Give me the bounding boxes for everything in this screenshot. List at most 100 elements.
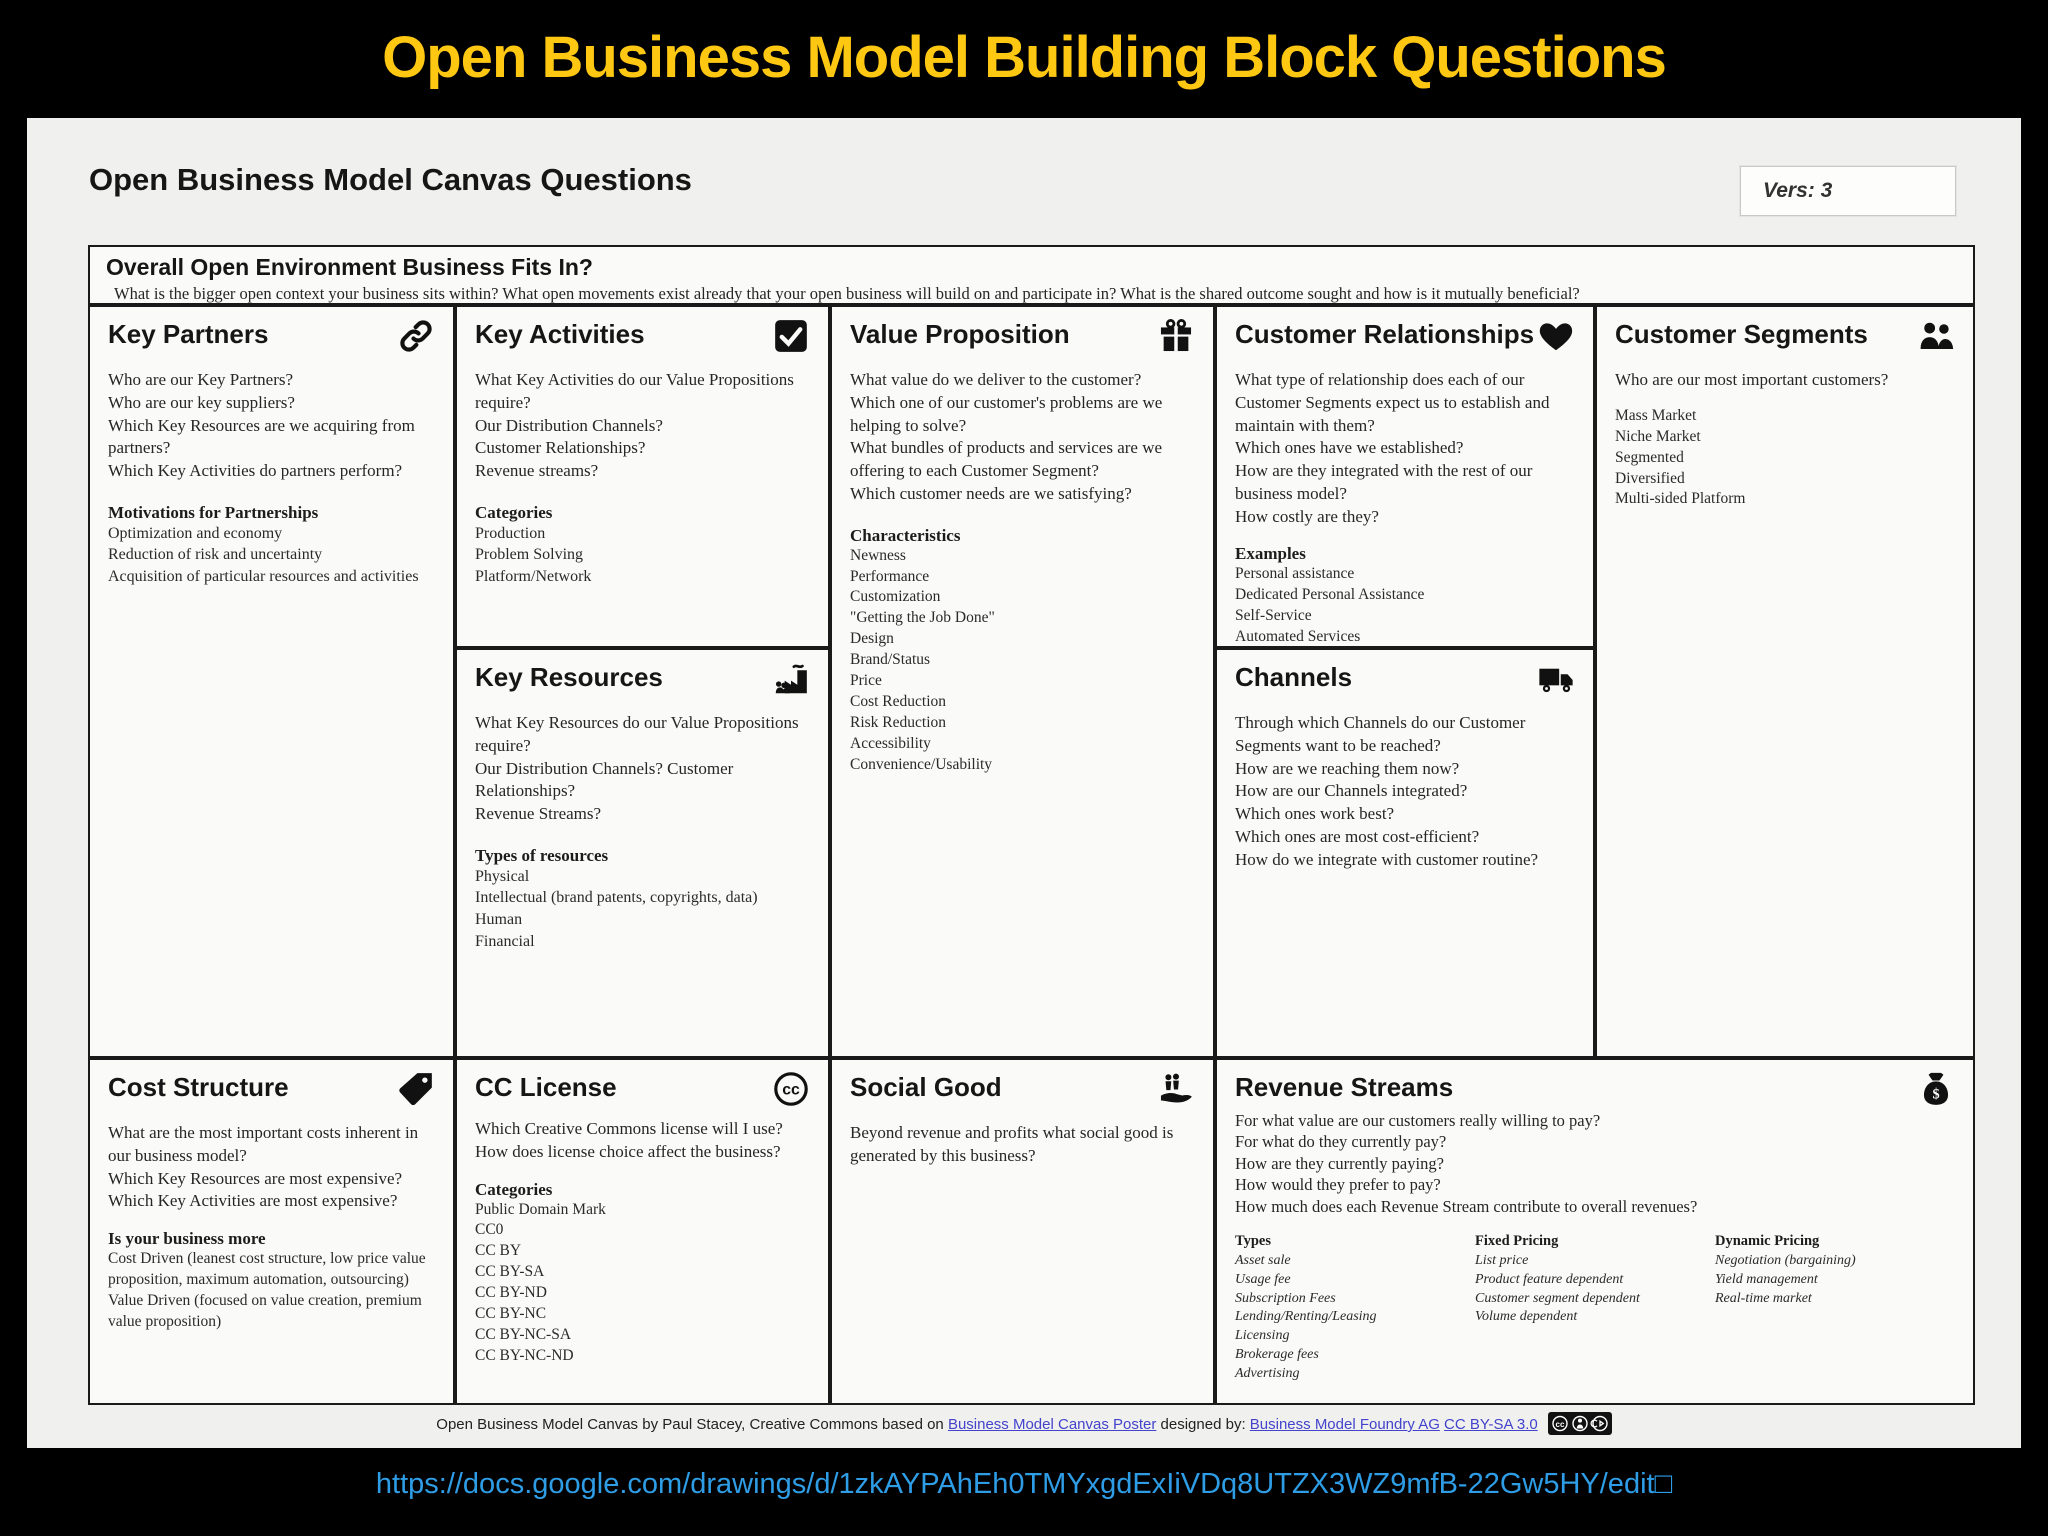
list-item: CC BY-NC-ND [475,1346,574,1364]
version-label: Vers: 3 [1763,179,1833,202]
list-item: List price [1475,1253,1529,1269]
question-line: What bundles of products and services ar… [850,438,1163,481]
subheader: Examples [1235,544,1306,564]
list-item: Price [850,672,882,690]
list-item: Licensing [1235,1328,1290,1344]
question-line: How are we reaching them now? [1235,758,1460,778]
list-item: Brokerage fees [1235,1346,1319,1362]
list-item: Negotiation (bargaining) [1715,1253,1856,1269]
link-cc-by-sa[interactable]: CC BY-SA 3.0 [1444,1416,1538,1433]
section-cc-license: CC License cc Which Creative Commons lic… [455,1058,830,1405]
attribution-text: designed by: [1156,1416,1250,1433]
section-value-proposition: Value Proposition What value do we deliv… [830,305,1215,1058]
list-item: Reduction of risk and uncertainty [108,546,323,564]
question-line: What are the most important costs inhere… [108,1123,419,1165]
list-item: Product feature dependent [1475,1271,1624,1287]
price-tag-icon [397,1070,435,1108]
list-item: Self-Service [1235,607,1312,625]
question-line: How would they prefer to pay? [1235,1175,1441,1195]
question-line: Which ones are most cost-efficient? [1235,826,1480,846]
link-business-model-canvas-poster[interactable]: Business Model Canvas Poster [947,1416,1157,1433]
document-url-link[interactable]: https://docs.google.com/drawings/d/1zkAY… [375,1468,1673,1500]
section-channels: Channels Through which Channels do our C… [1215,648,1595,1058]
section-cost-structure: Cost Structure What are the most importa… [88,1058,455,1405]
overall-title: Overall Open Environment Business Fits I… [106,254,593,280]
question-line: Which Key Resources are most expensive? [108,1168,403,1188]
subheader: Types of resources [475,845,609,865]
cc-by-sa-badge-icon[interactable]: cc [1547,1412,1612,1439]
list-item: "Getting the Job Done" [850,609,995,627]
attribution-text: Open Business Model Canvas by Paul Stace… [436,1416,948,1433]
question-line: What Key Activities do our Value Proposi… [475,370,794,412]
list-item: Accessibility [850,734,931,752]
question-line: Who are our Key Partners? [108,370,294,389]
people-icon [1917,317,1955,355]
section-social-good: Social Good Beyond revenue and profits w… [830,1058,1215,1405]
question-line: Which Creative Commons license will I us… [475,1119,783,1138]
svg-text:cc: cc [1555,1420,1564,1429]
section-title: Revenue Streams [1235,1072,1454,1102]
list-item: Optimization and economy [108,524,283,542]
question-line: What type of relationship does each of o… [1235,370,1550,435]
list-item: Intellectual (brand patents, copyrights,… [475,889,758,907]
overall-subtitle: What is the bigger open context your bus… [114,284,1580,303]
list-item: Customer segment dependent [1475,1290,1640,1306]
list-item: Customization [850,588,941,606]
list-item: Personal assistance [1235,565,1355,583]
question-line: For what value are our customers really … [1235,1111,1601,1130]
section-title: CC License [475,1072,617,1102]
question-line: Which Key Activities do partners perform… [108,461,403,481]
question-line: Which Key Resources are we acquiring fro… [108,415,415,458]
question-line: How do we integrate with customer routin… [1235,849,1539,869]
list-item: Automated Services [1235,628,1361,646]
helping-hand-icon [1157,1070,1195,1108]
svg-text:$: $ [1932,1087,1939,1103]
revenue-columns: Types Asset sale Usage fee Subscription … [1235,1233,1955,1383]
subheader: Is your business more [108,1229,266,1249]
canvas-title: Open Business Model Canvas Questions [89,162,692,197]
list-item: Public Domain Mark [475,1200,606,1218]
section-customer-relationships: Customer Relationships What type of rela… [1215,305,1595,648]
list-item: CC BY-NC [475,1305,547,1323]
link-business-model-foundry[interactable]: Business Model Foundry AG [1249,1416,1440,1433]
subheader: Characteristics [850,525,961,545]
list-item: Risk Reduction [850,713,947,731]
section-title: Customer Relationships [1235,319,1535,349]
list-item: Value Driven (focused on value creation,… [108,1291,422,1330]
question-line: How much does each Revenue Stream contri… [1235,1196,1698,1216]
subheader: Motivations for Partnerships [108,502,319,522]
question-line: Through which Channels do our Customer S… [1235,713,1526,755]
section-key-partners: Key Partners Who are our Key Partners? W… [88,305,455,1058]
column-header: Types [1235,1233,1271,1250]
revenue-column-dynamic-pricing: Dynamic Pricing Negotiation (bargaining)… [1715,1233,1955,1383]
list-item: CC BY-ND [475,1284,547,1302]
question-line: Who are our key suppliers? [108,392,295,412]
question-line: Which ones have we established? [1235,438,1464,458]
heart-icon [1537,317,1575,355]
section-title: Channels [1235,662,1353,692]
cc-icon: cc [772,1070,810,1108]
question-line: What value do we deliver to the customer… [850,370,1142,389]
list-item: Human [475,911,523,929]
question-line: Which ones work best? [1235,804,1395,824]
link-icon [397,317,435,355]
main-title: Open Business Model Building Block Quest… [382,25,1667,90]
list-item: Problem Solving [475,546,584,564]
list-item: CC BY [475,1242,522,1260]
list-item: Diversified [1615,469,1685,487]
list-item: Real-time market [1715,1290,1812,1306]
document-url-row: https://docs.google.com/drawings/d/1zkAY… [0,1468,2048,1501]
section-revenue-streams: Revenue Streams $ For what value are our… [1215,1058,1975,1405]
truck-icon [1537,660,1575,698]
subheader: Categories [475,502,553,522]
attribution: Open Business Model Canvas by Paul Stace… [27,1412,2021,1439]
question-line: Which customer needs are we satisfying? [850,483,1132,503]
canvas-grid: Overall Open Environment Business Fits I… [88,245,1975,1405]
list-item: CC0 [475,1221,504,1239]
question-line: Revenue streams? [475,461,599,481]
section-title: Social Good [850,1072,1002,1102]
list-item: Subscription Fees [1235,1290,1336,1306]
list-item: CC BY-NC-SA [475,1326,572,1344]
question-line: Our Distribution Channels? [475,415,663,435]
question-line: Which one of our customer's problems are… [850,392,1163,435]
